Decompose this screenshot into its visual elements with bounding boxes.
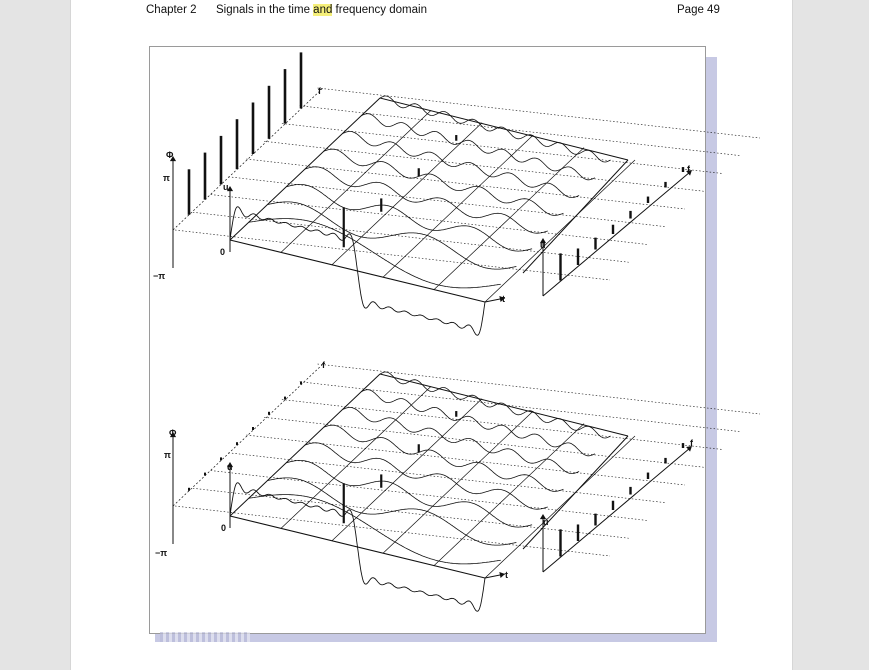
bottom-panel — [170, 364, 760, 611]
bottom-u-label: u — [227, 462, 233, 472]
grid-dotted-line — [193, 488, 629, 538]
top-f-label-left: f — [318, 86, 322, 96]
top-phi-label: Φ — [166, 150, 174, 160]
bottom-zero-label: 0 — [221, 523, 226, 533]
grid-dotted-line — [264, 141, 704, 191]
grid-dotted-line — [300, 382, 742, 432]
bottom-pi-label: π — [164, 450, 171, 460]
grid-dotted-line — [282, 400, 723, 450]
grid-dotted-line — [246, 435, 685, 485]
grid-time-line — [332, 399, 482, 541]
grid-dotted-line — [211, 195, 648, 245]
grid-time-line — [383, 135, 533, 277]
harmonic-wave — [343, 131, 580, 197]
harmonic-wave — [286, 460, 532, 527]
bottom-f-label-right: f — [690, 438, 694, 448]
top-panel — [170, 52, 760, 335]
grid-dotted-line — [264, 417, 704, 467]
bottom-phi-label: Φ — [169, 428, 177, 438]
grid-dotted-line — [318, 364, 761, 414]
bottom-minus-pi-label: −π — [155, 548, 167, 558]
grid-time-line — [332, 123, 482, 265]
grid-dotted-line — [318, 88, 761, 138]
top-minus-pi-label: −π — [153, 271, 165, 281]
grid-dotted-line — [282, 124, 723, 174]
grid-dotted-line — [246, 159, 685, 209]
top-zero-label: 0 — [220, 247, 225, 257]
harmonic-wave — [268, 202, 517, 269]
phase-baseline — [173, 88, 323, 230]
harmonic-wave — [305, 443, 548, 509]
harmonic-wave — [305, 167, 548, 233]
frequency-axis — [543, 448, 690, 572]
top-pi-label: π — [163, 173, 170, 183]
harmonic-wave — [343, 407, 580, 473]
plane-back-edge — [380, 374, 628, 436]
frequency-axis — [543, 172, 690, 296]
harmonic-wave — [268, 478, 517, 545]
phase-baseline — [173, 364, 323, 506]
grid-dotted-line — [175, 506, 610, 556]
top-u-label: u — [223, 182, 229, 192]
harmonic-wave — [361, 390, 595, 456]
grid-dotted-line — [193, 212, 629, 262]
square-wave-signal — [230, 483, 485, 612]
plane-back-edge — [380, 98, 628, 160]
harmonic-wave — [380, 372, 611, 438]
top-t-label: t — [502, 294, 505, 304]
grid-dotted-line — [211, 471, 648, 521]
grid-dotted-line — [300, 106, 742, 156]
top-uhat-label: û — [540, 240, 546, 250]
bottom-t-label: t — [505, 570, 508, 580]
grid-time-line — [383, 411, 533, 553]
grid-dotted-line — [175, 230, 610, 280]
bottom-uhat-label: û — [543, 517, 549, 527]
harmonic-wave — [286, 184, 532, 251]
harmonic-wave — [380, 96, 611, 162]
square-wave-signal — [230, 207, 485, 336]
